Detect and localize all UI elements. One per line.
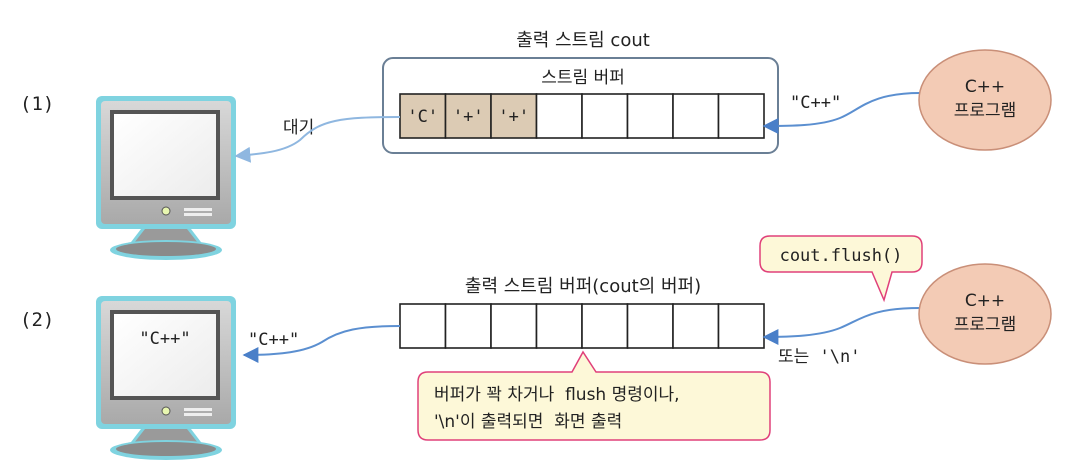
- output-label: "C++": [248, 330, 299, 350]
- monitor-1-screen: [114, 114, 216, 196]
- output-arrow: [242, 325, 401, 363]
- monitor-2-screen: [114, 314, 216, 396]
- monitor-2-vent-icon: [184, 408, 212, 411]
- input-arrow-2: [762, 307, 921, 345]
- newline-label: 또는 '\n': [778, 347, 860, 367]
- buffer-1-cell: [672, 93, 720, 139]
- buffer-1: 'C' '+' '+': [399, 93, 765, 139]
- buffer-2-cell: [490, 303, 538, 349]
- monitor-1: [96, 96, 236, 260]
- note-line-2: '\n'이 출력되면 화면 출력: [434, 412, 622, 432]
- buffer-1-cell: [626, 93, 674, 139]
- buffer-2-cell: [717, 303, 765, 349]
- program-2-line2: 프로그램: [954, 315, 1017, 335]
- buffer-1-cell: [444, 93, 492, 139]
- buffer-1-cell-value: '+': [453, 107, 484, 127]
- panel-1: (1) 출력 스트림 cout 스트림 버퍼 'C' '+' '+' 대기 "C++…: [20, 30, 1052, 260]
- flush-callout-bubble: [759, 235, 923, 303]
- buffer-2-cell: [535, 303, 583, 349]
- panel-2-label: (2): [20, 309, 54, 331]
- buffer-2-title: 출력 스트림 버퍼(cout의 버퍼): [465, 276, 701, 297]
- buffer-1-cell-value: 'C': [407, 107, 438, 127]
- buffer-2-cell: [626, 303, 674, 349]
- program-2-line1: C++: [965, 291, 1005, 311]
- note-callout-bubble: [417, 350, 771, 441]
- note-callout: 버퍼가 꽉 차거나 flush 명령이나, '\n'이 출력되면 화면 출력: [417, 350, 771, 441]
- buffer-1-cell: [717, 93, 765, 139]
- buffer-2-cell: [581, 303, 629, 349]
- buffer-2: [399, 303, 765, 349]
- input-arrow-1: [762, 92, 921, 134]
- monitor-2: "C++": [96, 296, 236, 460]
- panel-2: (2) "C++" 출력 스트림 버퍼(cout의 버퍼) "C++" cout…: [20, 235, 1052, 460]
- buffer-1-cell: [399, 93, 447, 139]
- buffer-1-cell: [581, 93, 629, 139]
- monitor-2-power-icon: [161, 406, 171, 416]
- buffer-1-cell-value: '+': [498, 107, 529, 127]
- monitor-2-screen-text: "C++": [139, 329, 190, 349]
- program-1-line1: C++: [965, 77, 1005, 97]
- flush-callout: cout.flush(): [759, 235, 923, 303]
- buffer-1-cell: [535, 93, 583, 139]
- buffer-2-cell: [444, 303, 492, 349]
- panel-1-label: (1): [20, 93, 54, 115]
- wait-label: 대기: [283, 118, 314, 138]
- buffer-2-cell: [399, 303, 447, 349]
- buffer-2-cell: [672, 303, 720, 349]
- monitor-1-power-icon: [161, 206, 171, 216]
- program-2: C++ 프로그램: [918, 263, 1052, 365]
- stream-title: 출력 스트림 cout: [516, 30, 650, 51]
- monitor-1-vent-icon: [184, 208, 212, 211]
- note-line-1: 버퍼가 꽉 차거나 flush 명령이나,: [434, 385, 680, 405]
- wait-arrow: [234, 116, 401, 163]
- program-1: C++ 프로그램: [918, 49, 1052, 151]
- stream-buffer-title: 스트림 버퍼: [541, 68, 625, 88]
- input-label-1: "C++": [790, 93, 841, 113]
- program-1-line2: 프로그램: [954, 101, 1017, 121]
- program-1-ellipse: [918, 49, 1052, 151]
- program-2-ellipse: [918, 263, 1052, 365]
- flush-callout-text: cout.flush(): [780, 246, 903, 266]
